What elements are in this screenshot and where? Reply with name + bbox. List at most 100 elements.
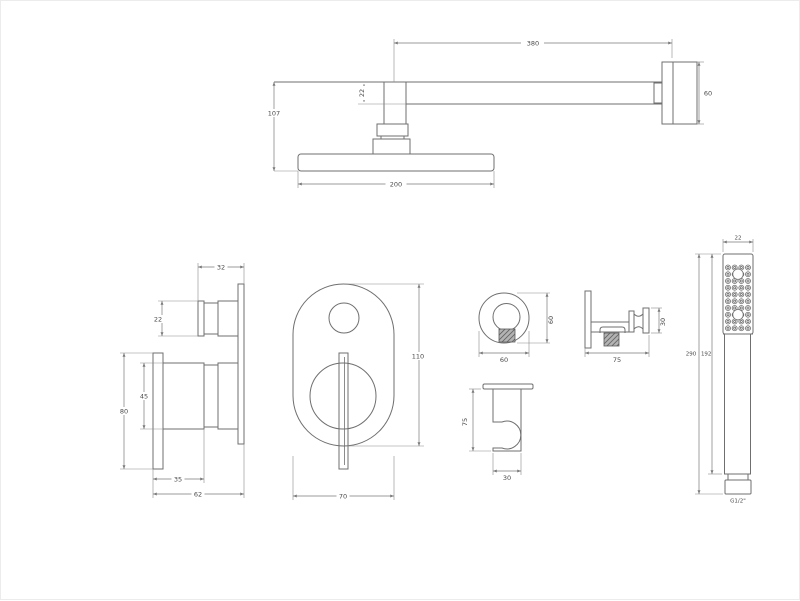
label-bg: [191, 490, 205, 498]
nozzle-circle: [726, 313, 730, 317]
nozzle-large-top: [732, 268, 744, 280]
mixer-wall-plate: [237, 283, 245, 445]
dim-outlet-size: 30: [651, 307, 667, 334]
dim-knob-size-label: 45: [140, 393, 148, 401]
dim-total-depth: 62: [152, 444, 245, 499]
nozzle-circle: [746, 326, 750, 330]
nozzle-circle: [739, 299, 743, 303]
nozzle-circle: [731, 325, 738, 332]
dim-arm-thickness: 22: [358, 84, 406, 105]
label-bg: [171, 475, 185, 483]
nozzle-circle: [725, 264, 731, 271]
label-bg: [151, 315, 165, 323]
nozzle-circle: [745, 278, 751, 284]
nozzle-circle: [731, 284, 738, 291]
thread-size-label: G1/2": [730, 499, 746, 505]
dim-hand-shower-total-length: 290: [685, 253, 723, 495]
nozzle-circle: [739, 326, 743, 330]
nozzle-circle: [745, 325, 751, 332]
dim-plate-width: 70: [292, 456, 395, 501]
dim-head-width-label: 200: [390, 181, 402, 189]
dim-lever-length: 80: [117, 352, 153, 470]
dim-outlet-width: 60: [478, 331, 530, 364]
label-bg: [360, 86, 368, 100]
nozzle-circle: [733, 286, 737, 290]
dim-plate-height-label: 110: [412, 353, 424, 361]
dim-holder-height: 75: [461, 388, 491, 452]
dim-overall-height-label: 107: [268, 110, 280, 118]
nozzle-circle: [725, 325, 731, 332]
nozzle-circle: [733, 279, 737, 283]
dim-hand-shower-body-length: 192: [701, 253, 722, 475]
nozzle-circle: [733, 320, 737, 323]
outlet-spool-waist: [633, 313, 644, 330]
dim-arm-thickness-label: 22: [358, 89, 366, 97]
label-bg: [409, 352, 427, 360]
dim-plate-width-label: 70: [339, 493, 347, 501]
label-bg: [137, 392, 151, 400]
wall-flange: [661, 61, 698, 125]
outlet-spout-hatched: [498, 328, 516, 343]
label-bg: [521, 39, 544, 47]
nozzle-circle: [738, 325, 745, 332]
mixer-knob-body: [162, 362, 205, 430]
nozzle-circle: [739, 286, 743, 290]
nozzle-circle: [745, 305, 751, 311]
dim-outlet-depth: 75: [584, 335, 650, 364]
nozzle-circle: [725, 271, 731, 278]
dim-outlet-height-label: 60: [547, 316, 555, 324]
nozzle-circle: [725, 318, 731, 325]
dim-outlet-depth-label: 75: [613, 356, 621, 364]
label-bg: [336, 492, 350, 500]
nozzle-circle: [745, 298, 751, 305]
dim-top-knob-size: 22: [151, 300, 198, 337]
nozzle-circle: [745, 264, 751, 271]
nozzle-circle: [746, 272, 750, 276]
dim-lever-length-label: 80: [120, 408, 128, 416]
dim-overall-height: 107: [265, 82, 298, 172]
label-bg: [685, 350, 696, 357]
outlet-front-view: 60 60: [478, 292, 555, 364]
nozzle-circle: [733, 293, 737, 296]
mixer-knob-base: [217, 362, 239, 430]
holder-body-hook: [492, 388, 522, 452]
dim-arm-length-label: 380: [527, 40, 539, 48]
dim-holder-width: 30: [492, 453, 522, 482]
nozzle-circle: [739, 279, 743, 283]
nozzle-circle: [739, 266, 743, 269]
nozzle-circle: [726, 293, 730, 296]
nozzle-circle: [738, 298, 745, 305]
nozzle-circle: [726, 299, 730, 303]
dim-knob-size: 45: [137, 362, 163, 430]
nozzle-circle: [745, 284, 751, 291]
outlet-body-circle: [492, 303, 521, 331]
label-bg: [265, 109, 283, 117]
nozzle-circle: [726, 306, 730, 310]
outlet-wall-plate: [584, 290, 592, 349]
label-bg: [701, 350, 712, 357]
dim-total-length-label: 290: [686, 352, 697, 358]
dim-top-knob-depth: 32: [197, 263, 245, 301]
nozzle-circle: [739, 320, 743, 323]
nozzle-circle: [746, 313, 750, 317]
mixer-lever-front: [338, 352, 349, 470]
nozzle-circle: [746, 306, 750, 310]
nozzle-circle: [733, 306, 737, 310]
mixer-front-view: 110 70: [292, 283, 427, 501]
outlet-spout-hatched-side: [603, 332, 620, 347]
outlet-spool-cap: [642, 307, 650, 334]
dim-arm-length: 380: [393, 39, 673, 82]
diverter-knob-front: [328, 302, 360, 334]
dim-top-knob-size-label: 22: [154, 316, 162, 324]
holder-wall-plate: [482, 383, 534, 390]
nozzle-large-bottom: [732, 309, 744, 321]
arm-drop-pipe: [383, 81, 407, 125]
outlet-spool-flange: [628, 310, 635, 333]
nozzle-circle: [733, 299, 737, 303]
nozzle-circle: [745, 271, 751, 278]
shower-head: [297, 153, 495, 172]
nozzle-circle: [731, 291, 738, 298]
nozzle-circle: [745, 291, 751, 298]
dim-head-width: 200: [297, 171, 495, 189]
